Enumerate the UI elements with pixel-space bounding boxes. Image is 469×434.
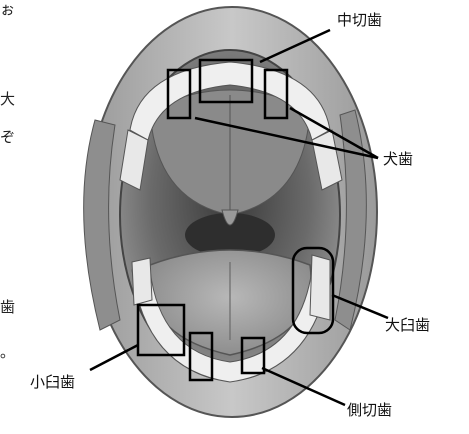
edge-fragment: ぉ bbox=[0, 2, 15, 17]
edge-fragment: 大 bbox=[0, 92, 15, 107]
premolar-label: 小臼歯 bbox=[30, 375, 75, 390]
canine-label: 犬歯 bbox=[383, 152, 413, 167]
lower-right-molars bbox=[310, 255, 330, 320]
lower-left-molars bbox=[132, 258, 152, 305]
edge-fragment: ぞ bbox=[0, 130, 15, 145]
edge-fragment: 歯 bbox=[0, 300, 15, 315]
central-incisor-label: 中切歯 bbox=[337, 13, 382, 28]
molar-label: 大臼歯 bbox=[385, 318, 430, 333]
edge-fragment: 。 bbox=[0, 345, 15, 360]
lateral-incisor-label: 側切歯 bbox=[347, 403, 392, 418]
